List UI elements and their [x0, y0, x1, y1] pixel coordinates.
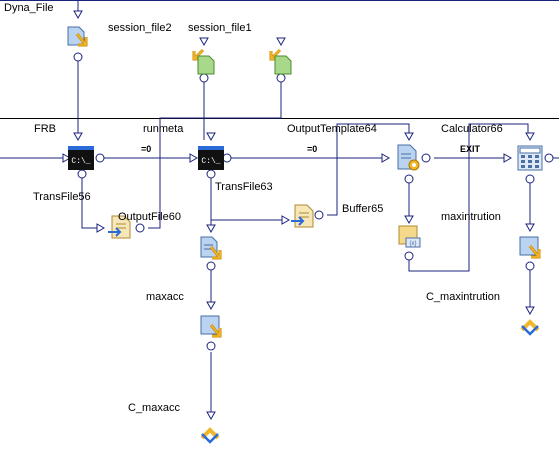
- output-ports: [73, 52, 554, 351]
- label-frb: FRB: [34, 123, 56, 135]
- frb-cmd-text: C:\_: [71, 157, 90, 166]
- edge-frb-outputfile: [81, 178, 100, 229]
- label-dyna-file: Dyna_File: [4, 2, 54, 14]
- label-eq0-b: =0: [307, 144, 317, 154]
- maxintrution-square-icon[interactable]: [519, 236, 541, 259]
- edge-cmaxintrution-calculator: [408, 123, 529, 272]
- output-template-icon[interactable]: [397, 144, 420, 171]
- label-output-template64: OutputTemplate64: [287, 123, 377, 135]
- calculator-icon[interactable]: [517, 145, 543, 171]
- label-transfile63: TransFile63: [215, 181, 273, 193]
- c-maxacc-exit-icon[interactable]: [200, 427, 220, 444]
- label-c-maxintrution: C_maxintrution: [426, 291, 500, 303]
- buffer65-icon[interactable]: [291, 204, 314, 228]
- runmeta-cmd-text: C:\_: [201, 157, 220, 166]
- label-maxacc: maxacc: [146, 291, 184, 303]
- label-transfile56: TransFile56: [33, 191, 91, 203]
- frb-command-icon[interactable]: C:\_: [68, 146, 94, 170]
- maxacc-file-icon[interactable]: [200, 236, 222, 260]
- label-eq0-a: =0: [141, 144, 151, 154]
- maxacc-square-icon[interactable]: [200, 315, 222, 338]
- label-runmeta: runmeta: [143, 123, 184, 135]
- label-maxintrution: maxintrution: [441, 211, 501, 223]
- label-exit: EXIT: [460, 144, 481, 154]
- session-file2-icon[interactable]: [192, 48, 215, 75]
- session-file1-icon[interactable]: [269, 48, 292, 75]
- c-maxintrution-node-icon[interactable]: {x}: [398, 225, 421, 248]
- label-calculator66: Calculator66: [441, 123, 503, 135]
- edge-sessionfile1-outputfile: [148, 82, 282, 229]
- output-file60-icon[interactable]: [108, 215, 131, 239]
- c-maxintrution-exit-icon[interactable]: [520, 319, 540, 336]
- label-session-file1: session_file1: [188, 22, 252, 34]
- dyna-file-icon[interactable]: [67, 26, 88, 47]
- runmeta-command-icon[interactable]: C:\_: [198, 146, 224, 170]
- label-buffer65: Buffer65: [342, 203, 383, 215]
- svg-text:{x}: {x}: [409, 241, 416, 247]
- input-ports: [62, 10, 535, 421]
- label-outputfile60: OutputFile60: [118, 211, 181, 223]
- label-c-maxacc: C_maxacc: [128, 402, 180, 414]
- edge-buffer-template: [327, 123, 410, 216]
- label-session-file2: session_file2: [108, 22, 172, 34]
